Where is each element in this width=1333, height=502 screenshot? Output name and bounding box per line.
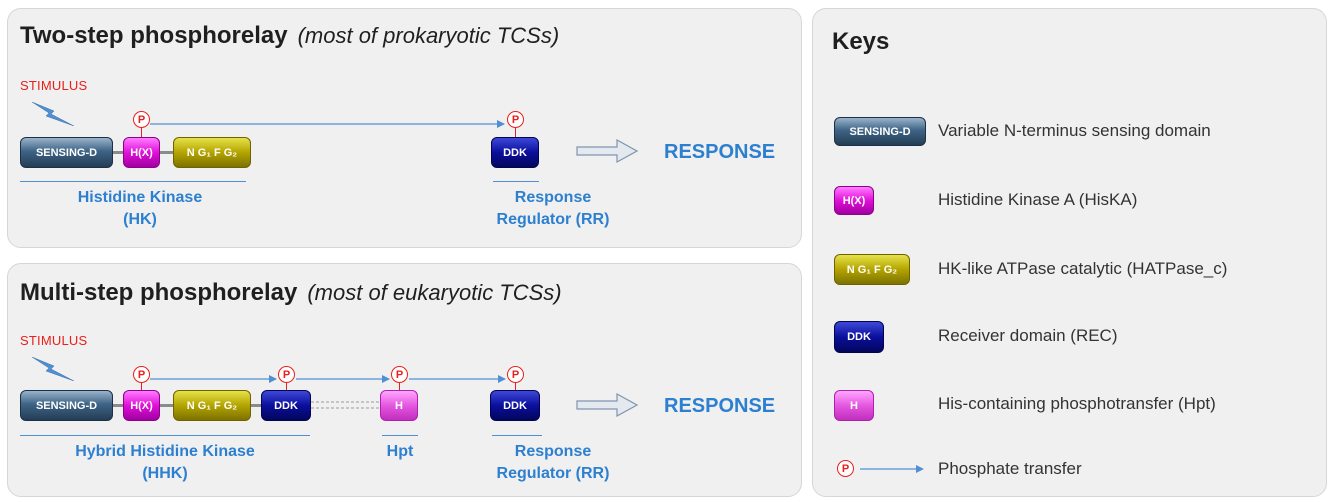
response-arrow bbox=[576, 392, 639, 418]
phosphate-icon: P bbox=[507, 111, 524, 128]
phosphate-icon: P bbox=[391, 366, 408, 383]
atpase-domain: N G₁ F G₂ bbox=[173, 137, 251, 168]
arrows-overlay bbox=[150, 120, 639, 418]
multi-step-title: Multi-step phosphorelay (most of eukaryot… bbox=[20, 279, 562, 307]
keys-panel bbox=[812, 8, 1327, 497]
key-text-phosphate: Phosphate transfer bbox=[938, 459, 1082, 478]
hpt-underline bbox=[382, 435, 418, 436]
hisKA-domain: H(X) bbox=[123, 390, 160, 421]
key-text-hpt: His-containing phosphotransfer (Hpt) bbox=[938, 394, 1216, 413]
domain-linker bbox=[113, 151, 123, 154]
stimulus-label: STIMULUS bbox=[20, 333, 88, 348]
hpt-domain: H bbox=[380, 390, 418, 421]
hhk-underline bbox=[20, 435, 310, 436]
hhk-label: Hybrid Histidine Kinase (HHK) bbox=[20, 441, 310, 485]
response-label: RESPONSE bbox=[664, 395, 776, 417]
two-step-subtitle: (most of prokaryotic TCSs) bbox=[297, 23, 560, 48]
rr-label-line1: Response bbox=[514, 443, 592, 460]
hhk-label-line1: Hybrid Histidine Kinase bbox=[75, 443, 255, 460]
key-icon-atpase: N G₁ F G₂ bbox=[834, 254, 910, 285]
domain-linker bbox=[160, 404, 173, 407]
rr-label-line2: Regulator (RR) bbox=[496, 211, 610, 228]
hk-underline bbox=[20, 181, 246, 182]
atpase-domain: N G₁ F G₂ bbox=[173, 390, 251, 421]
phosphate-stem bbox=[141, 382, 142, 390]
multi-step-title-text: Multi-step phosphorelay bbox=[20, 279, 298, 306]
lightning-bolt-icon bbox=[32, 102, 75, 126]
phosphate-icon: P bbox=[133, 111, 150, 128]
domain-linker bbox=[113, 404, 123, 407]
key-icon-receiver: DDK bbox=[834, 321, 884, 353]
key-text-sensing: Variable N-terminus sensing domain bbox=[938, 121, 1211, 140]
phosphate-stem bbox=[286, 382, 287, 390]
stimulus-label: STIMULUS bbox=[20, 78, 88, 93]
key-text-hiska: Histidine Kinase A (HisKA) bbox=[938, 190, 1138, 209]
key-icon-sensing: SENSING-D bbox=[834, 117, 926, 146]
key-icon-hpt: H bbox=[834, 390, 874, 421]
receiver-domain: DDK bbox=[491, 137, 539, 168]
rr-label-line2: Regulator (RR) bbox=[496, 465, 610, 482]
hhk-label-line2: (HHK) bbox=[142, 465, 188, 482]
rr-label: Response Regulator (RR) bbox=[468, 187, 638, 231]
key-text-atpase: HK-like ATPase catalytic (HATPase_c) bbox=[938, 259, 1228, 278]
rr-underline bbox=[493, 181, 539, 182]
domain-linker bbox=[160, 151, 173, 154]
rr-label-line1: Response bbox=[514, 189, 592, 206]
hisKA-domain: H(X) bbox=[123, 137, 160, 168]
hk-label-line2: (HK) bbox=[123, 211, 157, 228]
key-phosphate-arrow bbox=[860, 465, 924, 473]
response-label: RESPONSE bbox=[664, 141, 776, 163]
domain-linker bbox=[251, 404, 261, 407]
rr-receiver-domain: DDK bbox=[490, 390, 540, 421]
sensing-domain: SENSING-D bbox=[20, 137, 113, 168]
keys-title: Keys bbox=[832, 28, 890, 55]
two-step-title: Two-step phosphorelay (most of prokaryoti… bbox=[20, 22, 559, 50]
two-step-title-text: Two-step phosphorelay bbox=[20, 22, 288, 49]
lightning-bolt-icon bbox=[32, 357, 75, 381]
sensing-domain: SENSING-D bbox=[20, 390, 113, 421]
phosphate-stem bbox=[141, 127, 142, 137]
phosphate-icon: P bbox=[278, 366, 295, 383]
hk-label: Histidine Kinase (HK) bbox=[20, 187, 260, 231]
rr-label: Response Regulator (RR) bbox=[468, 441, 638, 485]
phosphate-stem bbox=[515, 127, 516, 137]
hpt-label: Hpt bbox=[386, 443, 414, 460]
multi-step-subtitle: (most of eukaryotic TCSs) bbox=[307, 280, 562, 305]
phosphate-icon: P bbox=[133, 366, 150, 383]
phosphate-stem bbox=[515, 382, 516, 390]
phosphate-stem bbox=[399, 382, 400, 390]
two-step-panel bbox=[7, 8, 802, 248]
key-text-receiver: Receiver domain (REC) bbox=[938, 326, 1118, 345]
rr-underline bbox=[492, 435, 542, 436]
response-arrow bbox=[576, 138, 639, 164]
key-icon-hiska: H(X) bbox=[834, 186, 874, 215]
receiver-domain: DDK bbox=[261, 390, 311, 421]
phosphate-icon: P bbox=[507, 366, 524, 383]
key-icon-phosphate: P bbox=[837, 460, 854, 477]
hk-label-line1: Histidine Kinase bbox=[77, 189, 203, 206]
